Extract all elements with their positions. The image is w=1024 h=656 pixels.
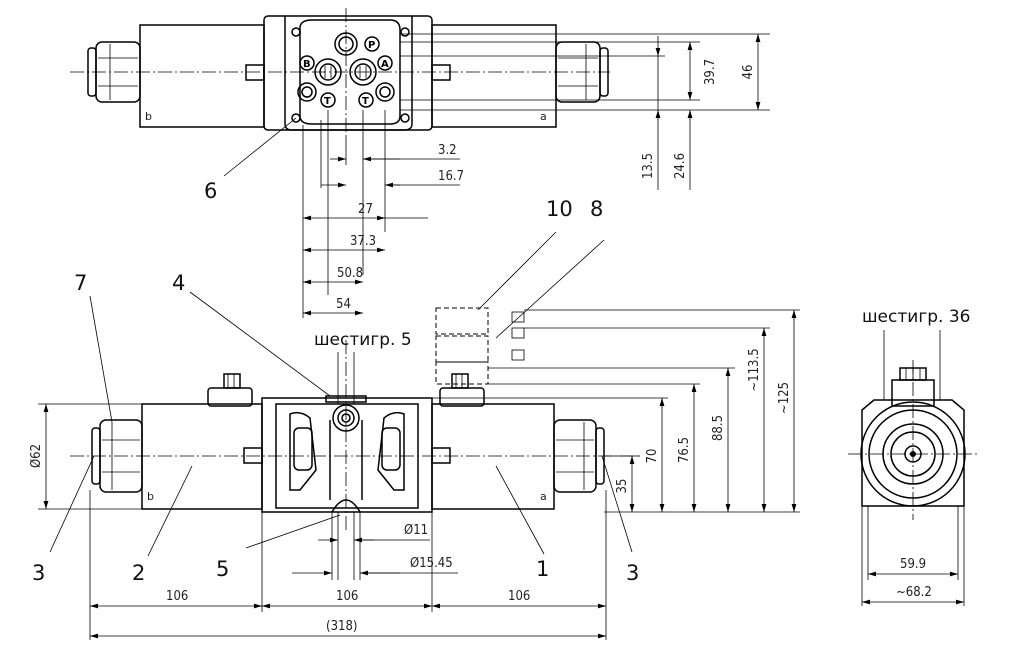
callout-3-left: 3: [32, 561, 45, 585]
dim-76-5: 76.5: [677, 437, 692, 463]
dim-24-6: 24.6: [673, 153, 688, 179]
port-t-right: T: [362, 96, 369, 107]
dim-68-2: ~68.2: [896, 585, 932, 600]
callout-8: 8: [590, 197, 603, 221]
front-view-diameter-dims: Ø11 Ø15.45: [292, 512, 458, 580]
dim-46: 46: [741, 65, 756, 80]
dim-106-right: 106: [508, 589, 530, 604]
port-b: B: [303, 59, 311, 70]
dim-106-mid: 106: [336, 589, 358, 604]
dim-70: 70: [645, 449, 660, 464]
dim-50-8: 50.8: [337, 266, 363, 281]
top-view-horizontal-dims: 3.2 16.7 27 37.3 50.8 54: [302, 110, 464, 318]
dim-35: 35: [615, 479, 630, 494]
valve-body-top: P B A T T: [263, 8, 433, 135]
front-view-length-dims: 106 106 106 (318): [89, 490, 607, 640]
dim-54: 54: [336, 297, 351, 312]
dim-37-3: 37.3: [350, 234, 376, 249]
coil-mark-a-front: a: [540, 490, 547, 503]
side-view: шестигр. 36 59.9 ~68.2: [848, 307, 978, 606]
front-view: b a: [29, 197, 800, 640]
callout-1: 1: [536, 557, 549, 581]
port-t-left: T: [324, 96, 331, 107]
dim-dia-15-45: Ø15.45: [410, 556, 453, 571]
dim-39-7: 39.7: [703, 59, 718, 85]
dim-59-9: 59.9: [900, 557, 926, 572]
callout-10: 10: [546, 197, 573, 221]
dim-113-5: ~113.5: [747, 348, 762, 391]
hex-label-front: шестигр. 5: [314, 330, 412, 350]
port-p: P: [368, 40, 375, 51]
dim-27: 27: [358, 202, 373, 217]
top-view-vertical-dims: 39.7 46 13.5 24.6: [400, 33, 770, 190]
dim-16-7: 16.7: [438, 169, 464, 184]
dim-125: ~125: [777, 382, 792, 414]
dim-88-5: 88.5: [711, 415, 726, 441]
dim-106-left: 106: [166, 589, 188, 604]
front-view-vertical-dims: 35 70 76.5 88.5 ~113.5 ~125: [432, 309, 800, 513]
valve-body-front: [261, 340, 433, 530]
dim-3-2: 3.2: [438, 143, 457, 158]
coil-mark-a-top: a: [540, 110, 547, 123]
dim-dia-11: Ø11: [404, 523, 428, 538]
coil-mark-b-front: b: [147, 490, 154, 503]
port-a: A: [381, 59, 389, 70]
callout-2: 2: [132, 561, 145, 585]
coil-mark-b-top: b: [145, 110, 152, 123]
top-view: b P B A: [70, 8, 770, 318]
dim-dia-62: Ø62: [29, 444, 44, 468]
dim-13-5: 13.5: [641, 153, 656, 179]
hex-label-side: шестигр. 36: [862, 307, 970, 327]
dim-318: (318): [326, 619, 357, 634]
callout-4: 4: [172, 271, 185, 295]
callout-5: 5: [216, 557, 229, 581]
left-connector-top: [87, 41, 141, 103]
callout-3-right: 3: [626, 561, 639, 585]
callout-6: 6: [204, 179, 217, 203]
callout-7: 7: [74, 271, 87, 295]
